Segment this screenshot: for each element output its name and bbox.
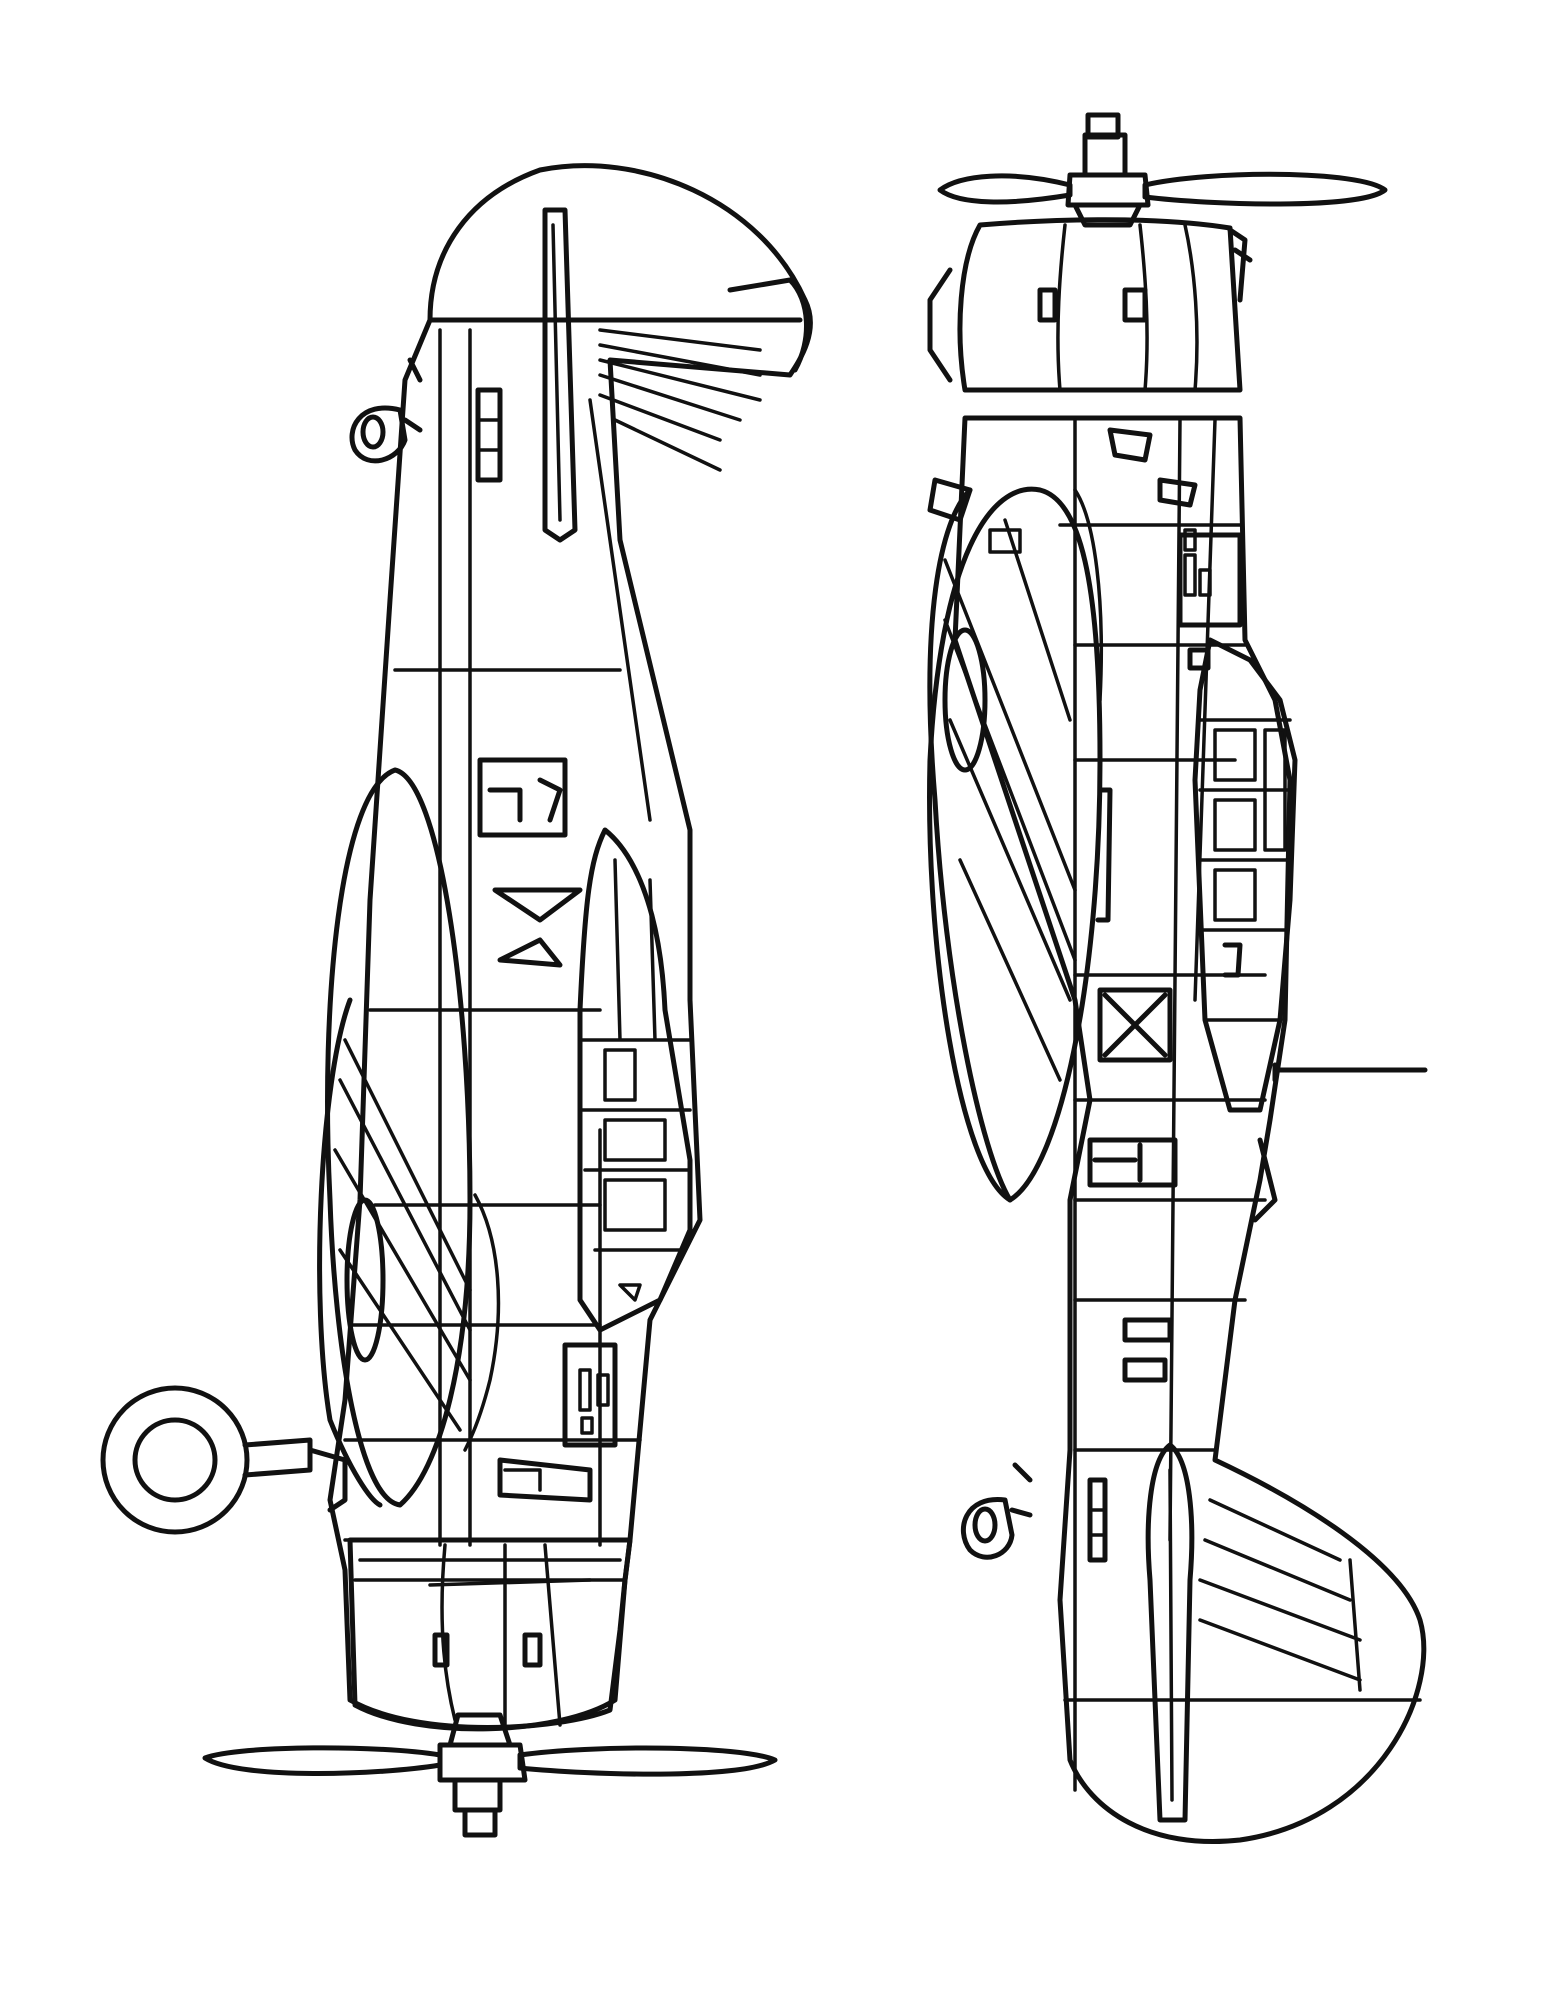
left-wing <box>317 767 501 1508</box>
left-hatches <box>475 387 583 968</box>
left-stabilizer-ribs <box>598 328 762 472</box>
left-tail-wheel <box>349 357 423 464</box>
left-panel-lines <box>343 668 642 1542</box>
aircraft-view-right <box>927 112 1428 1844</box>
right-fin-panel <box>1145 1442 1195 1823</box>
right-pitot <box>1272 1062 1428 1083</box>
left-canopy <box>577 827 693 1333</box>
right-propeller <box>937 112 1388 228</box>
left-lower-hatches <box>497 1342 618 1503</box>
left-fuselage-stringers <box>438 328 652 1547</box>
right-canopy <box>1192 637 1298 1113</box>
right-tail-wheel <box>960 1462 1033 1560</box>
right-stabilizer-ribs <box>1063 1498 1422 1702</box>
left-main-wheel <box>100 1385 348 1535</box>
aircraft-view-left <box>100 163 813 1838</box>
left-fin-panel <box>542 207 578 543</box>
right-engine-cowling <box>927 217 1253 420</box>
left-propeller <box>202 1712 778 1838</box>
right-panel-lines <box>1058 523 1267 1452</box>
right-hatches <box>1087 427 1243 1563</box>
right-ventral-strut <box>1252 1137 1278 1223</box>
right-wing <box>927 477 1103 1203</box>
left-stabilizer <box>427 277 809 373</box>
left-engine-cowling <box>347 1537 633 1732</box>
right-fuselage-outline <box>952 415 1427 1844</box>
